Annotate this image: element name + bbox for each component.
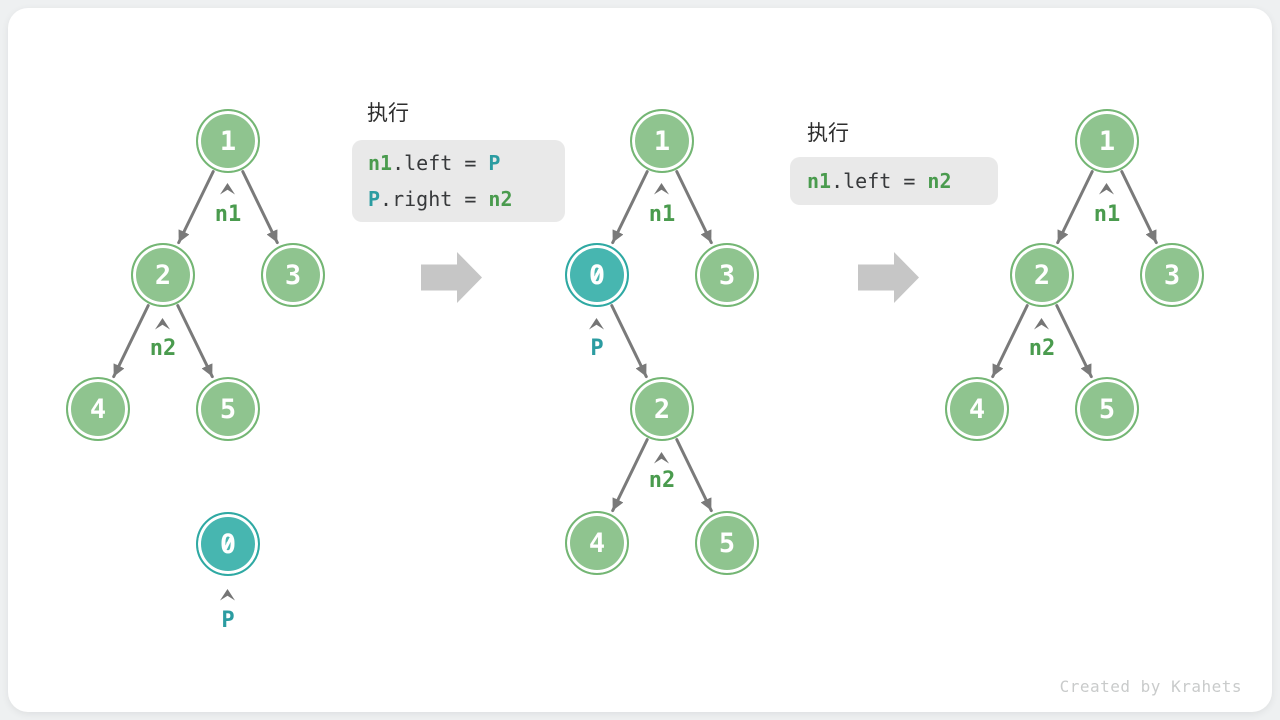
code-token: .left = (831, 169, 928, 193)
node-value: 5 (219, 393, 237, 425)
step1-title: 执行 (367, 101, 409, 125)
code-line: n1.left = n2 (807, 163, 998, 199)
step2-title: 执行 (807, 121, 849, 145)
pointer-label-p: P (590, 336, 604, 361)
tree2-node-4: 4 (565, 511, 629, 575)
code-token: P (368, 187, 381, 211)
tree3-node-1: 1 (1075, 109, 1139, 173)
step1-code-block: n1.left = P P.right = n2 (352, 140, 565, 222)
tree2-node-0: 0 (565, 243, 629, 307)
pointer-label-n2: n2 (149, 336, 177, 361)
diagram-card (8, 8, 1272, 712)
tree1-node-2: 2 (131, 243, 195, 307)
up-arrowhead-icon (155, 315, 170, 330)
node-value: 2 (653, 393, 671, 425)
tree1-node-5: 5 (196, 377, 260, 441)
node-value: 4 (968, 393, 986, 425)
code-token: n1 (807, 169, 832, 193)
tree2-node-1: 1 (630, 109, 694, 173)
tree1-node-0: 0 (196, 512, 260, 576)
up-arrowhead-icon (220, 180, 235, 195)
up-arrowhead-icon (220, 586, 235, 601)
node-value: 3 (1163, 259, 1181, 291)
code-token: P (488, 151, 501, 175)
watermark-credit: Created by Krahets (1059, 677, 1242, 696)
node-value: 4 (588, 527, 606, 559)
up-arrowhead-icon (1034, 315, 1049, 330)
pointer-label-n1: n1 (214, 202, 242, 227)
node-value: 2 (1033, 259, 1051, 291)
step2-code-block: n1.left = n2 (790, 157, 998, 205)
pointer-label-p: P (221, 608, 235, 633)
tree2-node-2: 2 (630, 377, 694, 441)
code-line: P.right = n2 (368, 181, 565, 217)
tree3-node-3: 3 (1140, 243, 1204, 307)
code-token: n1 (368, 151, 393, 175)
up-arrowhead-icon (589, 315, 604, 330)
tree3-node-5: 5 (1075, 377, 1139, 441)
up-arrowhead-icon (654, 180, 669, 195)
node-value: 4 (89, 393, 107, 425)
pointer-label-n1: n1 (648, 202, 676, 227)
code-line: n1.left = P (368, 145, 565, 181)
node-value: 3 (718, 259, 736, 291)
node-value: 3 (284, 259, 302, 291)
pointer-label-n2: n2 (1028, 336, 1056, 361)
pointer-label-n2: n2 (648, 468, 676, 493)
code-token: n2 (927, 169, 952, 193)
node-value: 1 (219, 125, 237, 157)
tree1-node-4: 4 (66, 377, 130, 441)
code-token: .left = (392, 151, 489, 175)
tree1-node-3: 3 (261, 243, 325, 307)
node-value: 1 (653, 125, 671, 157)
node-value: 2 (154, 259, 172, 291)
pointer-label-n1: n1 (1093, 202, 1121, 227)
tree1-node-1: 1 (196, 109, 260, 173)
tree3-node-2: 2 (1010, 243, 1074, 307)
code-token: n2 (488, 187, 513, 211)
node-value: 5 (718, 527, 736, 559)
node-value: 1 (1098, 125, 1116, 157)
up-arrowhead-icon (654, 449, 669, 464)
tree2-node-5: 5 (695, 511, 759, 575)
tree3-node-4: 4 (945, 377, 1009, 441)
node-value: 5 (1098, 393, 1116, 425)
up-arrowhead-icon (1099, 180, 1114, 195)
tree2-node-3: 3 (695, 243, 759, 307)
code-token: .right = (380, 187, 489, 211)
